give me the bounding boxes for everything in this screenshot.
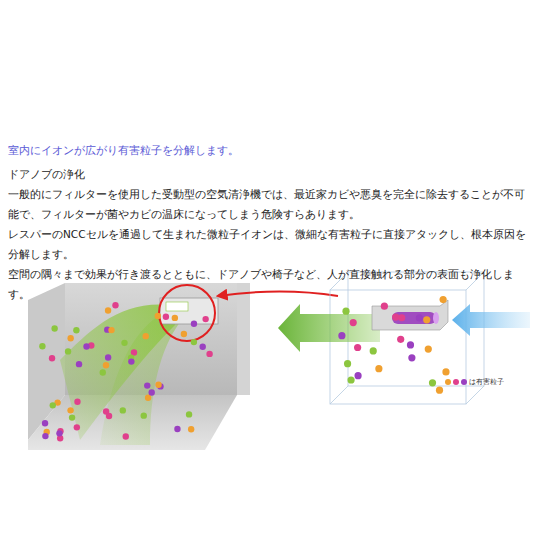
particle (74, 399, 80, 405)
particle (188, 426, 194, 432)
particle (202, 316, 208, 322)
particle (338, 332, 345, 339)
particle (206, 351, 212, 357)
particle (354, 372, 361, 379)
particle (120, 407, 126, 413)
subheading: ドアノブの浄化 (8, 164, 532, 184)
particle (144, 382, 150, 388)
particle (69, 414, 75, 420)
particle (436, 387, 443, 394)
particle (51, 325, 57, 331)
particle (108, 327, 114, 333)
particle (155, 313, 161, 319)
particle (106, 413, 112, 419)
paragraph: 一般的にフィルターを使用した受動型の空気清浄機では、最近家カビや悪臭を完全に除去… (8, 184, 532, 224)
legend: は有害粒子 (445, 377, 504, 387)
particle (347, 376, 354, 383)
particle (199, 344, 205, 350)
paragraph: 空間の隅々まで効果が行き渡るとともに、ドアノブや椅子など、人が直接触れる部分の表… (8, 264, 532, 304)
particle (354, 344, 361, 351)
particle (128, 358, 134, 364)
particle (163, 313, 169, 319)
device (372, 300, 448, 330)
particle (76, 361, 82, 367)
particle (73, 327, 79, 333)
particle (408, 354, 415, 361)
particle (100, 369, 106, 375)
particle (381, 303, 388, 310)
green-arrow (278, 304, 380, 352)
particle (50, 402, 56, 408)
particle (42, 420, 48, 426)
particle (141, 412, 147, 418)
particle (105, 354, 111, 360)
legend-swatch (461, 379, 467, 385)
paragraph: レスパーのNCCセルを通過して生まれた微粒子イオンは、微細な有害粒子に直接アタッ… (8, 224, 532, 264)
particle (145, 395, 151, 401)
particle (112, 302, 118, 308)
red-arrow (218, 292, 338, 297)
particle (181, 331, 187, 337)
particle (49, 355, 55, 361)
particle (191, 339, 197, 345)
particle (74, 424, 80, 430)
particle (440, 296, 447, 303)
heading: 室内にイオンが広がり有害粒子を分解します。 (8, 144, 239, 158)
legend-text: は有害粒子 (469, 377, 504, 387)
particle (39, 343, 45, 349)
particle (155, 381, 161, 387)
particle (83, 343, 89, 349)
particle (56, 430, 62, 436)
particles (338, 296, 449, 394)
particle (407, 341, 414, 348)
particle (375, 365, 382, 372)
blue-arrow (452, 304, 530, 336)
particle (105, 307, 111, 313)
particle (186, 411, 192, 417)
particle (103, 362, 109, 368)
particle (442, 368, 449, 375)
particle (174, 426, 180, 432)
particle (423, 316, 430, 323)
particle (42, 433, 48, 439)
particle (397, 336, 404, 343)
particle (149, 389, 155, 395)
particle (425, 346, 432, 353)
particle (344, 360, 351, 367)
particle (370, 347, 377, 354)
particle (416, 314, 423, 321)
legend-swatch (453, 379, 459, 385)
particle (67, 335, 73, 341)
particle (191, 321, 197, 327)
particle (398, 314, 405, 321)
particle (143, 333, 149, 339)
particles (39, 302, 213, 441)
particle (121, 340, 127, 346)
particle (67, 407, 73, 413)
particle (65, 348, 71, 354)
particle (342, 308, 349, 315)
room (28, 283, 250, 450)
particle (172, 315, 178, 321)
particle (350, 319, 357, 326)
particle (123, 433, 129, 439)
particle (429, 379, 436, 386)
legend-swatch (445, 379, 451, 385)
